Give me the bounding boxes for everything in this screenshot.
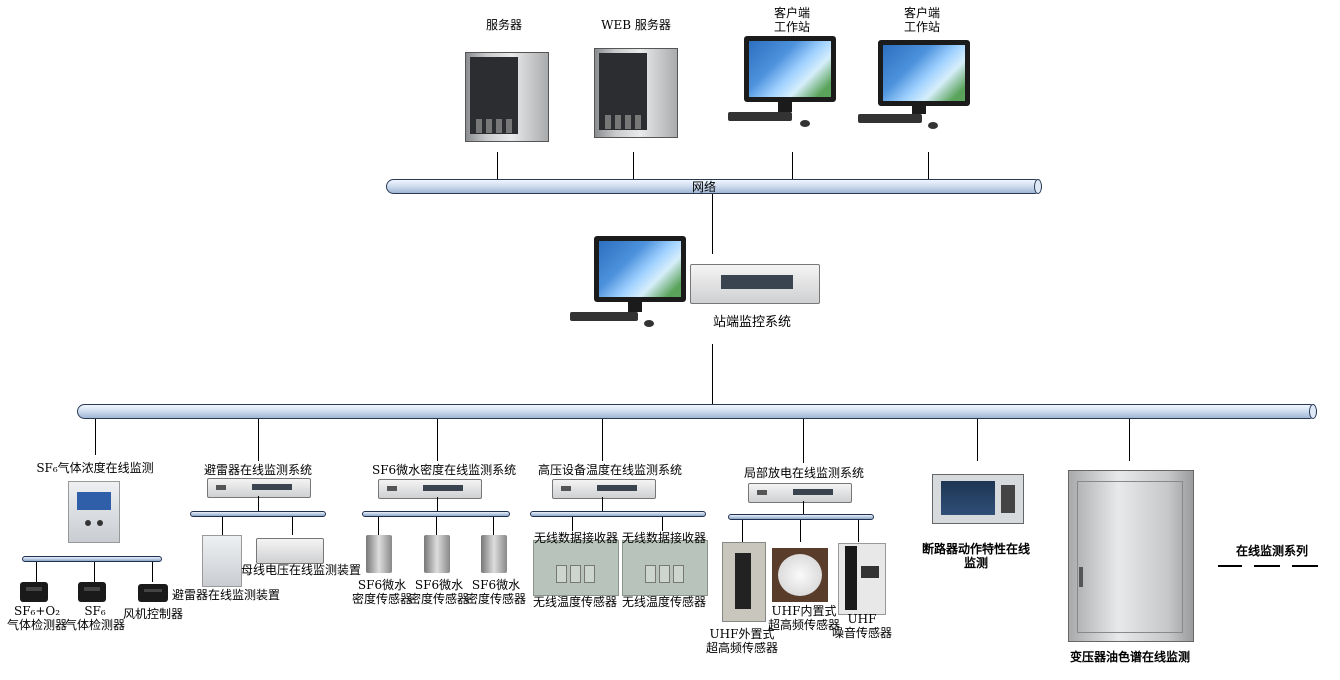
sf6-micro-sensor2-link — [436, 517, 437, 535]
sf6-micro-unit-icon — [378, 479, 482, 499]
transformer-cabinet-icon — [1068, 470, 1194, 642]
bus-voltage-device-icon — [256, 538, 324, 564]
transformer-title: 变压器油色谱在线监测 — [1069, 650, 1190, 664]
pd-title: 局部放电在线监测系统 — [744, 466, 865, 480]
breaker-monitor-icon — [932, 474, 1024, 524]
hv-temp-sensor1-label: 无线温度传感器 — [532, 595, 617, 609]
hv-temp-unit-link — [602, 497, 603, 512]
sf6-o2-detector-icon — [20, 582, 48, 602]
arrester-title: 避雷器在线监测系统 — [203, 463, 312, 477]
sf6-detector-link — [94, 562, 95, 582]
breaker-title: 断路器动作特性在线监测 — [921, 542, 1030, 570]
arrester-link — [258, 419, 259, 461]
sf6-micro-sensor3-icon — [481, 535, 507, 573]
hv-temp-group1-icon — [533, 540, 619, 596]
arrester-device-icon — [202, 535, 242, 587]
sf6-gas-monitor-icon — [68, 481, 120, 543]
client1-label: 客户端工作站 — [773, 6, 810, 34]
pd-link — [803, 419, 804, 463]
pd-unit-icon — [748, 483, 852, 503]
uhf-external-sensor-icon — [722, 542, 766, 622]
sf6-micro-sensor1-label: SF6微水密度传感器 — [352, 578, 413, 606]
hv-temp-title: 高压设备温度在线监测系统 — [538, 463, 683, 477]
series-title: 在线监测系列 — [1235, 544, 1308, 558]
bus-voltage-device-label: 母线电压在线监测装置 — [241, 563, 362, 577]
server-link — [497, 152, 498, 180]
transformer-link — [1129, 419, 1130, 461]
arrester-device-label: 避雷器在线监测装置 — [172, 588, 281, 602]
pd-sub-bus — [728, 514, 874, 520]
client2-workstation-icon — [858, 40, 970, 132]
client1-workstation-icon — [728, 36, 836, 130]
uhf-internal-sensor-icon — [772, 548, 828, 602]
network-bus — [386, 179, 1042, 194]
pd-sensor3-link — [858, 520, 859, 542]
hv-temp-group2-icon — [622, 540, 708, 596]
series-dash-1 — [1218, 565, 1242, 567]
web-server-label: WEB 服务器 — [601, 18, 671, 32]
client2-label: 客户端工作站 — [903, 6, 940, 34]
series-dash-3 — [1292, 565, 1318, 567]
hv-temp-receiver1-label: 无线数据接收器 — [534, 531, 619, 545]
sf6-micro-unit-link — [437, 497, 438, 512]
server-icon — [465, 52, 549, 142]
pd-sensor1-link — [742, 520, 743, 542]
hv-temp-receiver2-label: 无线数据接收器 — [622, 531, 707, 545]
series-dash-2 — [1254, 565, 1280, 567]
sf6-gas-link — [95, 419, 96, 455]
client2-link — [928, 152, 929, 180]
fan-controller-label: 风机控制器 — [122, 607, 183, 621]
bus-voltage-link — [292, 517, 293, 535]
arrester-sub-bus — [190, 511, 326, 517]
hv-temp-link — [602, 419, 603, 461]
sf6-micro-sensor3-link — [493, 517, 494, 535]
server-label: 服务器 — [485, 18, 522, 32]
hv-temp-receiver1-link — [572, 517, 573, 531]
uhf-noise-sensor-icon — [838, 543, 886, 615]
sf6-micro-sensor1-link — [378, 517, 379, 535]
sf6-micro-sensor2-icon — [424, 535, 450, 573]
fan-controller-link — [152, 562, 153, 582]
sf6-micro-sensor3-label: SF6微水密度传感器 — [466, 578, 527, 606]
station-label: 站端监控系统 — [712, 315, 791, 330]
web-server-link — [633, 152, 634, 180]
sf6-o2-link — [36, 562, 37, 582]
network-label: 网络 — [691, 180, 716, 194]
pd-sensor2-link — [800, 520, 801, 542]
sf6-micro-sensor1-icon — [366, 535, 392, 573]
fan-controller-icon — [138, 584, 168, 602]
uhf-internal-sensor-label: UHF内置式超高频传感器 — [767, 604, 840, 632]
hv-temp-receiver2-link — [662, 517, 663, 531]
web-server-icon — [594, 48, 678, 138]
sf6-micro-sensor2-label: SF6微水密度传感器 — [409, 578, 470, 606]
station-workstation-icon — [570, 236, 686, 328]
sf6-micro-sub-bus — [362, 511, 510, 517]
station-server-icon — [690, 264, 820, 304]
uhf-external-sensor-label: UHF外置式超高频传感器 — [705, 627, 778, 655]
breaker-link — [977, 419, 978, 461]
network-to-station-link — [712, 194, 713, 254]
sf6-micro-link — [437, 419, 438, 461]
station-to-field-link — [712, 344, 713, 404]
sf6-detector-icon — [78, 582, 106, 602]
hv-temp-unit-icon — [552, 479, 656, 499]
pd-unit-link — [803, 501, 804, 515]
client1-link — [792, 152, 793, 180]
arrester-unit-icon — [207, 478, 311, 498]
sf6-gas-title: SF₆气体浓度在线监测 — [36, 461, 154, 475]
hv-temp-sensor2-label: 无线温度传感器 — [621, 595, 706, 609]
hv-temp-sub-bus — [530, 511, 706, 517]
arrester-device-link — [222, 517, 223, 535]
sf6-micro-title: SF6微水密度在线监测系统 — [372, 463, 517, 477]
sf6-gas-sub-bus — [22, 556, 162, 562]
field-bus — [77, 404, 1317, 419]
arrester-unit-link — [258, 496, 259, 512]
